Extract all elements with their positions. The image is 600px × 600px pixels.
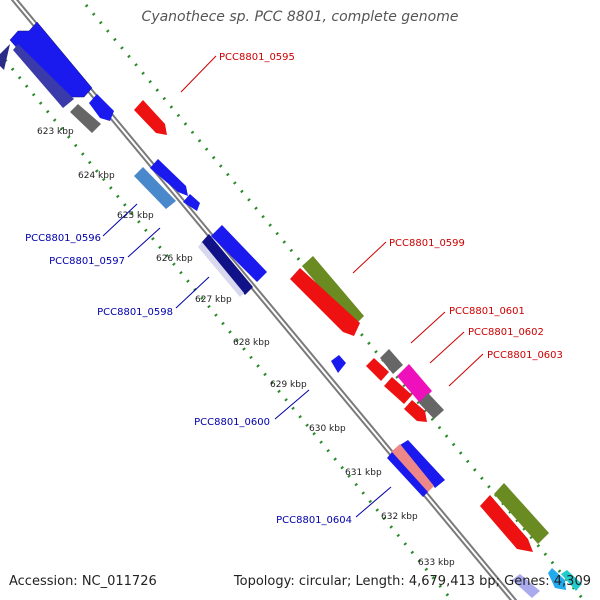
gene-feature[interactable]	[548, 568, 566, 590]
kbp-label: 628 kbp	[233, 338, 270, 348]
gene-label-0596[interactable]: PCC8801_0596	[25, 233, 101, 244]
gene-feature[interactable]	[331, 355, 346, 373]
kbp-scale: 623 kbp 624 kbp 625 kbp 626 kbp 627 kbp …	[37, 127, 455, 568]
gene-feature[interactable]	[480, 495, 533, 552]
gene-label-0601[interactable]: PCC8801_0601	[449, 306, 525, 317]
kbp-label: 629 kbp	[270, 380, 307, 390]
kbp-label: 624 kbp	[78, 171, 115, 181]
kbp-label: 625 kbp	[117, 211, 154, 221]
gene-label-0595[interactable]: PCC8801_0595	[219, 52, 295, 63]
map-title: Cyanothece sp. PCC 8801, complete genome	[141, 9, 459, 25]
accession-text: Accession: NC_011726	[9, 574, 157, 589]
reverse-strand-genes	[0, 21, 445, 497]
genome-summary-text: Topology: circular; Length: 4,679,413 bp…	[233, 574, 591, 589]
gene-label-0599[interactable]: PCC8801_0599	[389, 238, 465, 249]
gene-label-0602[interactable]: PCC8801_0602	[468, 327, 544, 338]
gene-feature[interactable]	[9, 21, 93, 98]
gene-label-0597[interactable]: PCC8801_0597	[49, 256, 125, 267]
gene-feature[interactable]	[134, 167, 176, 209]
forward-strand-genes	[134, 100, 582, 598]
gene-feature[interactable]	[198, 242, 244, 297]
gene-feature[interactable]	[13, 44, 74, 108]
gene-feature[interactable]	[512, 574, 540, 598]
gene-feature[interactable]	[419, 393, 444, 419]
kbp-label: 623 kbp	[37, 127, 74, 137]
kbp-label: 633 kbp	[418, 558, 455, 568]
gene-feature[interactable]	[201, 234, 253, 295]
gene-feature[interactable]	[561, 570, 582, 591]
gene-label-0603[interactable]: PCC8801_0603	[487, 350, 563, 361]
callout-lines	[102, 55, 484, 518]
gene-feature[interactable]	[183, 194, 200, 211]
gene-label-0598[interactable]: PCC8801_0598	[97, 307, 173, 318]
gene-feature[interactable]	[89, 94, 114, 121]
kbp-label: 631 kbp	[345, 468, 382, 478]
gene-feature[interactable]	[494, 483, 549, 544]
genome-backbone	[10, 0, 518, 600]
gene-feature[interactable]	[134, 100, 167, 135]
gene-feature[interactable]	[366, 358, 389, 381]
gene-feature[interactable]	[404, 400, 427, 422]
gene-label-0600[interactable]: PCC8801_0600	[194, 417, 270, 428]
gene-feature[interactable]	[302, 256, 364, 327]
gene-feature[interactable]	[70, 104, 101, 133]
gene-feature[interactable]	[384, 377, 412, 404]
gene-label-0604[interactable]: PCC8801_0604	[276, 515, 352, 526]
gene-feature[interactable]	[211, 225, 267, 282]
kbp-label: 632 kbp	[381, 512, 418, 522]
gene-feature[interactable]	[150, 159, 188, 196]
kbp-label: 626 kbp	[156, 254, 193, 264]
gene-feature[interactable]	[387, 452, 428, 497]
gene-feature[interactable]	[290, 268, 360, 336]
gene-labels: PCC8801_0595 PCC8801_0596 PCC8801_0597 P…	[25, 52, 563, 526]
gene-feature[interactable]	[391, 444, 434, 494]
gene-feature[interactable]	[397, 364, 432, 403]
kbp-label: 630 kbp	[309, 424, 346, 434]
gene-feature[interactable]	[380, 349, 403, 374]
kbp-label: 627 kbp	[195, 295, 232, 305]
gene-feature[interactable]	[0, 44, 10, 70]
gene-feature[interactable]	[400, 440, 445, 488]
